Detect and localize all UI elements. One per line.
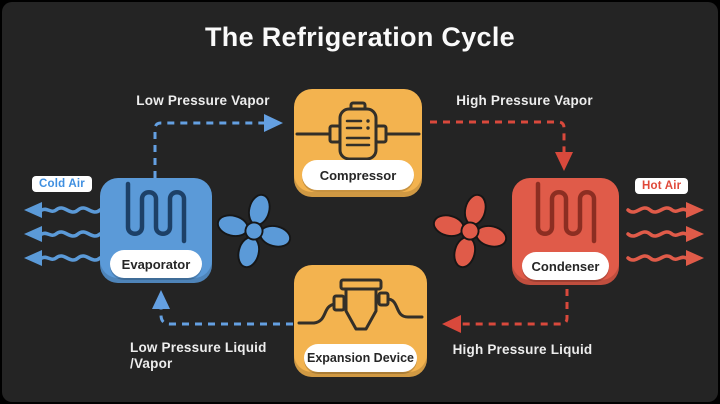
evaporator-fan-icon (216, 193, 292, 269)
condenser-fan-icon (432, 193, 508, 269)
hot-air-badge: Hot Air (635, 178, 689, 194)
expansion-valve-icon (297, 278, 424, 331)
compressor-icon (295, 101, 421, 161)
flow-label-high-pressure-vapor: High Pressure Vapor (456, 93, 593, 108)
flow-label-low-pressure-vapor: Low Pressure Vapor (136, 93, 270, 108)
arrow-low-pressure-liquid (152, 290, 293, 326)
evaporator-node: Evaporator (100, 178, 212, 283)
arrow-high-pressure-liquid (442, 289, 569, 333)
expansion-device-label: Expansion Device (304, 344, 417, 372)
arrow-high-pressure-vapor (430, 120, 573, 171)
arrow-low-pressure-vapor (153, 114, 283, 178)
evaporator-coil-icon (125, 181, 187, 244)
condenser-label: Condenser (522, 252, 609, 280)
flow-label-high-pressure-liquid: High Pressure Liquid (452, 342, 593, 357)
page-title: The Refrigeration Cycle (205, 22, 515, 52)
condenser-node: Condenser (512, 178, 619, 285)
compressor-node: Compressor (294, 89, 422, 197)
evaporator-label: Evaporator (110, 250, 202, 278)
cold-air-flow-arrows-icon (24, 202, 102, 266)
compressor-label: Compressor (302, 160, 414, 190)
hot-air-flow-arrows-icon (626, 202, 704, 266)
expansion-device-node: Expansion Device (294, 265, 427, 377)
cold-air-badge: Cold Air (32, 176, 92, 192)
flow-label-low-pressure-liquid-vapor: Low Pressure Liquid /Vapor (130, 340, 267, 371)
condenser-coil-icon (535, 181, 597, 244)
